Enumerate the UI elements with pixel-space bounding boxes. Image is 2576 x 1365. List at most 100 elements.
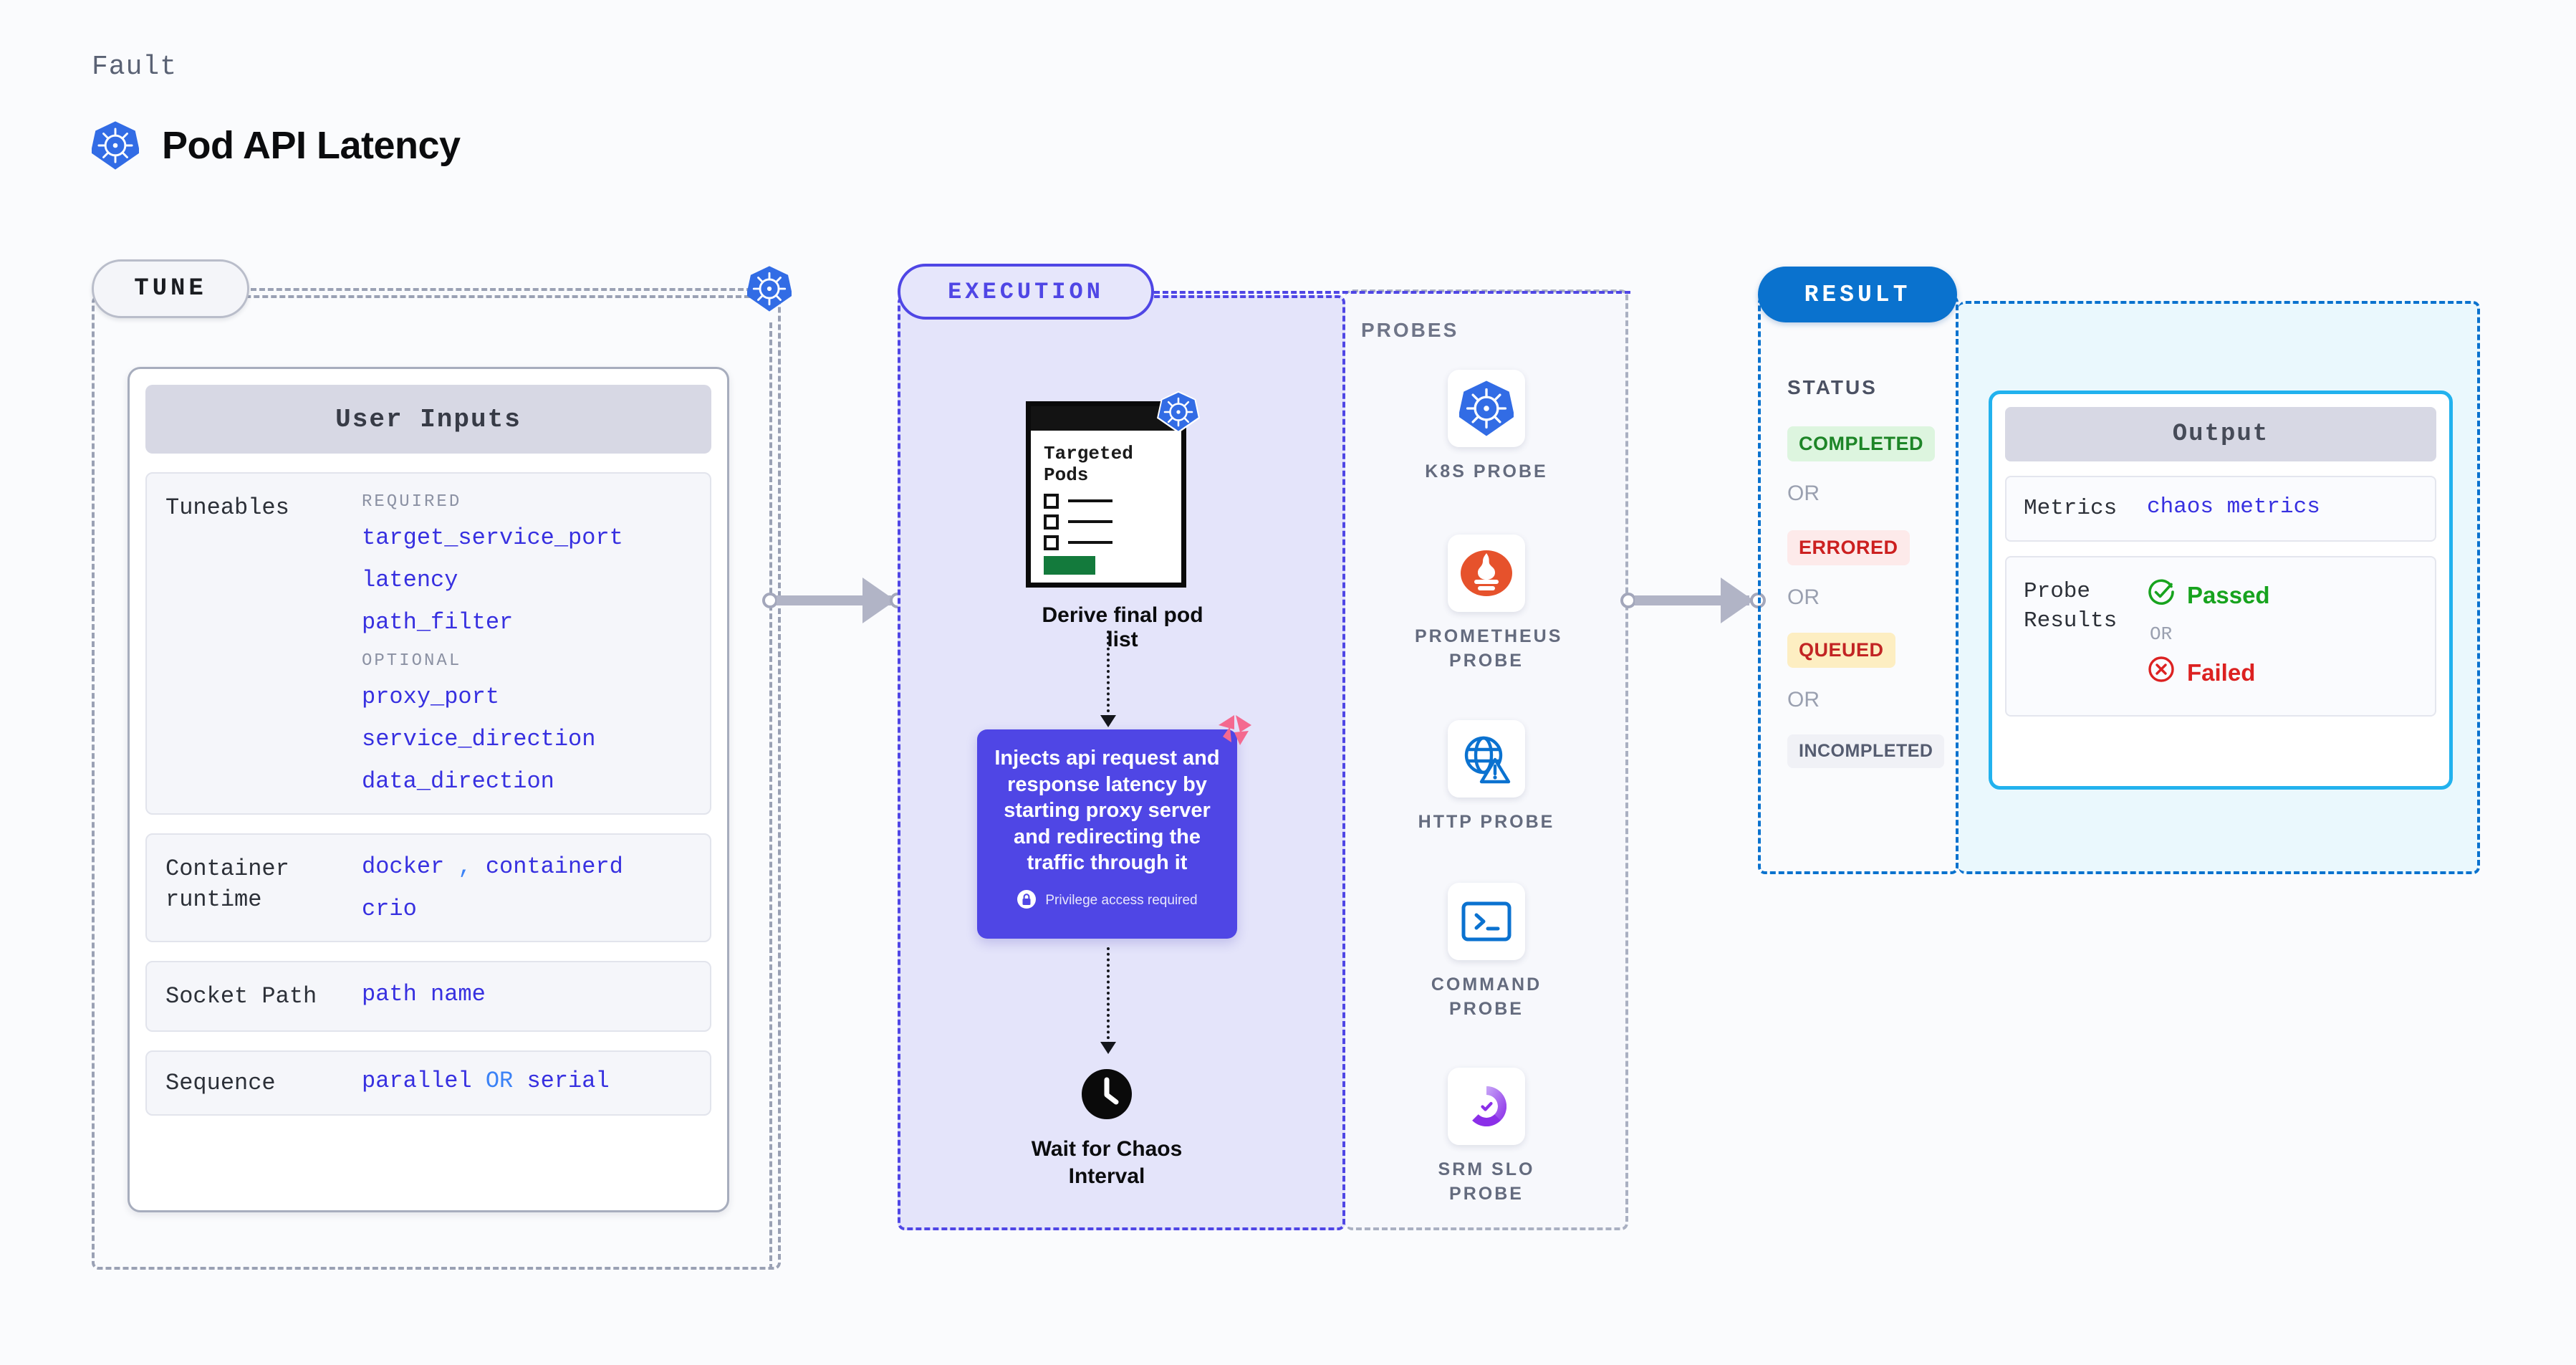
targeted-pods-card: Targeted Pods bbox=[1026, 391, 1200, 588]
lock-icon bbox=[1017, 889, 1037, 913]
kubernetes-icon bbox=[92, 120, 139, 171]
socket-path-label: Socket Path bbox=[165, 983, 317, 1010]
tuneable-data-direction[interactable]: data_direction bbox=[362, 768, 554, 795]
container-runtime-row: Container runtime docker , containerd cr… bbox=[145, 833, 711, 942]
flow-arrow-line bbox=[1107, 947, 1110, 1045]
checkbox-icon bbox=[1044, 493, 1059, 509]
socket-path-value[interactable]: path name bbox=[362, 981, 486, 1007]
probe-item-srm-slo[interactable]: SRM SLO PROBE bbox=[1415, 1068, 1558, 1207]
passed-label: Passed bbox=[2187, 582, 2270, 609]
globe-warning-icon bbox=[1448, 720, 1525, 798]
status-badge-errored: ERRORED bbox=[1787, 530, 1910, 565]
clock-icon bbox=[1080, 1069, 1133, 1124]
output-card: Output Metrics chaos metrics Probe Resul… bbox=[1989, 391, 2453, 790]
metrics-label: Metrics bbox=[2024, 496, 2118, 521]
runtime-docker[interactable]: docker bbox=[362, 853, 445, 880]
tuneables-values: REQUIRED target_service_port latency pat… bbox=[362, 492, 710, 795]
probe-item-http[interactable]: HTTP PROBE bbox=[1415, 720, 1558, 835]
tuneable-target-service-port[interactable]: target_service_port bbox=[362, 525, 623, 551]
green-bar bbox=[1044, 555, 1095, 575]
tuneables-label: Tuneables bbox=[165, 494, 289, 521]
page-eyebrow: Fault bbox=[92, 52, 178, 82]
user-inputs-title: User Inputs bbox=[145, 385, 711, 454]
kubernetes-icon bbox=[1448, 370, 1525, 447]
sequence-row: Sequence parallel OR serial bbox=[145, 1050, 711, 1116]
tuneable-latency[interactable]: latency bbox=[362, 567, 458, 593]
probe-result-failed: Failed bbox=[2147, 655, 2435, 691]
status-badge-completed: COMPLETED bbox=[1787, 426, 1936, 461]
probe-label: K8S PROBE bbox=[1425, 461, 1548, 482]
prometheus-icon bbox=[1448, 535, 1525, 612]
derive-pod-list-caption: Derive final pod list bbox=[1042, 603, 1203, 651]
litmus-chaos-icon bbox=[1216, 714, 1254, 753]
tuneable-proxy-port[interactable]: proxy_port bbox=[362, 684, 500, 710]
required-group-title: REQUIRED bbox=[362, 492, 462, 512]
list-item bbox=[1044, 535, 1173, 550]
wait-chaos-interval-node: Wait for Chaos Interval bbox=[1032, 1068, 1182, 1189]
tune-section-panel bbox=[92, 295, 781, 1270]
check-circle-icon bbox=[2147, 578, 2176, 613]
status-title: STATUS bbox=[1787, 376, 1878, 398]
metrics-row: Metrics chaos metrics bbox=[2005, 476, 2436, 542]
inject-fault-node[interactable]: Injects api request and response latency… bbox=[977, 715, 1251, 939]
page-title: Pod API Latency bbox=[162, 124, 461, 167]
card-titlebar bbox=[1031, 406, 1181, 431]
status-badge-incompleted: INCOMPLETED bbox=[1787, 734, 1945, 768]
placeholder-line bbox=[1068, 541, 1112, 545]
privilege-label: Privilege access required bbox=[1045, 893, 1198, 909]
probe-label: COMMAND PROBE bbox=[1431, 974, 1542, 1019]
probe-item-prometheus[interactable]: PROMETHEUS PROBE bbox=[1415, 535, 1563, 674]
tuneable-service-direction[interactable]: service_direction bbox=[362, 726, 596, 752]
probe-item-k8s[interactable]: K8S PROBE bbox=[1415, 370, 1558, 484]
result-section-pill[interactable]: RESULT bbox=[1758, 267, 1957, 322]
tune-kubernetes-node-icon bbox=[746, 265, 793, 316]
probes-title: PROBES bbox=[1361, 319, 1459, 341]
runtime-containerd[interactable]: containerd bbox=[485, 853, 623, 880]
tuneable-path-filter[interactable]: path_filter bbox=[362, 609, 514, 636]
flow-arrow-head bbox=[1100, 715, 1116, 727]
srm-slo-icon bbox=[1448, 1068, 1525, 1145]
failed-label: Failed bbox=[2187, 659, 2256, 686]
status-badge-queued: QUEUED bbox=[1787, 633, 1895, 668]
execution-top-connector bbox=[1154, 291, 1630, 294]
sequence-values: parallel OR serial bbox=[362, 1068, 710, 1098]
tuneables-row: Tuneables REQUIRED target_service_port l… bbox=[145, 472, 711, 815]
runtime-crio[interactable]: crio bbox=[362, 896, 417, 922]
tune-right-connector bbox=[769, 322, 772, 1270]
tune-section-pill[interactable]: TUNE bbox=[92, 259, 249, 318]
probe-label: HTTP PROBE bbox=[1418, 812, 1555, 832]
targeted-pods-title: Targeted Pods bbox=[1044, 443, 1133, 486]
probe-results-label: Probe Results bbox=[2024, 579, 2118, 633]
probe-results-row: Probe Results Passed OR bbox=[2005, 556, 2436, 717]
list-item bbox=[1044, 493, 1173, 509]
sequence-label: Sequence bbox=[165, 1070, 276, 1097]
sequence-parallel[interactable]: parallel bbox=[362, 1068, 472, 1095]
execution-section-pill[interactable]: EXECUTION bbox=[898, 264, 1154, 320]
x-circle-icon bbox=[2147, 655, 2176, 691]
sequence-serial[interactable]: serial bbox=[527, 1068, 610, 1095]
derive-pod-list-node: Targeted Pods bbox=[1026, 391, 1219, 652]
checkbox-icon bbox=[1044, 514, 1059, 530]
sequence-separator: OR bbox=[485, 1068, 514, 1095]
probe-item-command[interactable]: COMMAND PROBE bbox=[1415, 883, 1558, 1022]
flow-arrow-line bbox=[1107, 631, 1110, 718]
optional-group-title: OPTIONAL bbox=[362, 651, 462, 671]
pods-list bbox=[1044, 493, 1173, 550]
container-runtime-values: docker , containerd crio bbox=[362, 853, 710, 922]
probe-label: PROMETHEUS PROBE bbox=[1415, 626, 1563, 671]
placeholder-line bbox=[1068, 520, 1112, 524]
kubernetes-icon bbox=[1157, 389, 1200, 439]
list-item bbox=[1044, 514, 1173, 530]
tune-top-connector bbox=[251, 288, 752, 291]
user-inputs-card: User Inputs Tuneables REQUIRED target_se… bbox=[128, 367, 729, 1212]
container-runtime-label: Container runtime bbox=[165, 856, 289, 914]
probe-results-or: OR bbox=[2150, 623, 2173, 646]
probe-result-passed: Passed bbox=[2147, 578, 2435, 613]
metrics-value[interactable]: chaos metrics bbox=[2147, 494, 2320, 519]
status-or-1: OR bbox=[1787, 482, 1820, 505]
probe-label: SRM SLO PROBE bbox=[1438, 1159, 1535, 1204]
terminal-icon bbox=[1448, 883, 1525, 960]
wait-chaos-interval-caption: Wait for Chaos Interval bbox=[1031, 1137, 1183, 1188]
status-or-3: OR bbox=[1787, 688, 1820, 712]
